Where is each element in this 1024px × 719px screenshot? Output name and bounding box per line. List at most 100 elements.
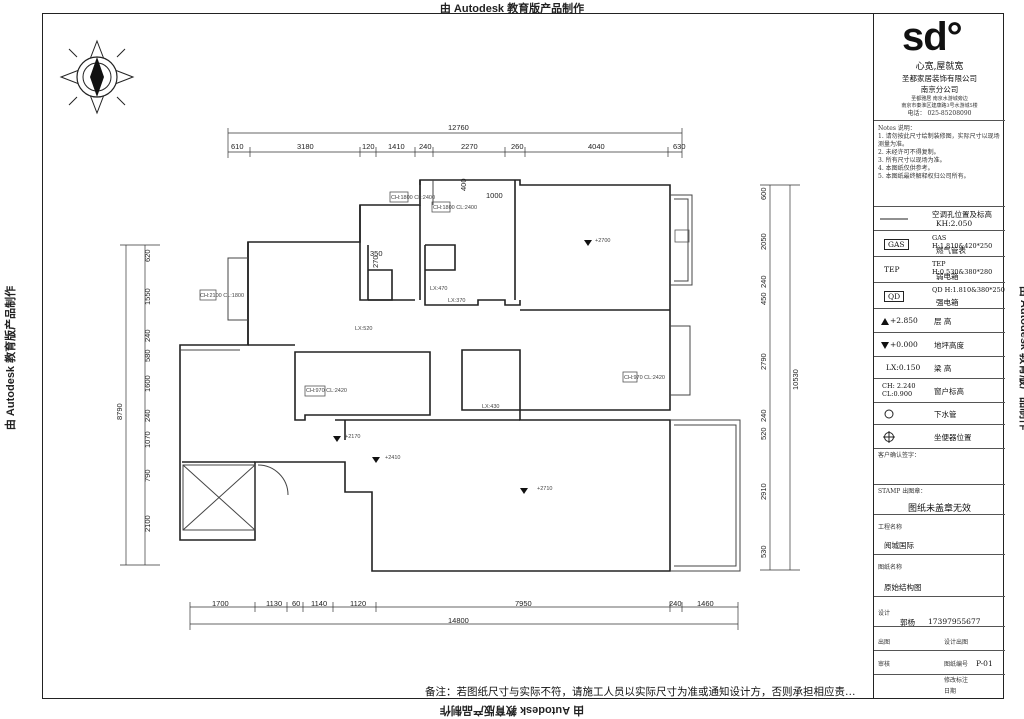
legend-row: TEP TEP H:0.530&380*280 弱电箱: [874, 257, 1005, 283]
window-label: CH:1800 CL:2400: [433, 205, 477, 211]
legend-label: 下水管: [934, 410, 957, 419]
window-label: CH:1800 CL:2400: [391, 195, 435, 201]
approve-label: 出图: [878, 639, 891, 646]
legend-row: +2.850 层 高: [874, 309, 1005, 333]
dim-label: 4040: [588, 142, 605, 151]
drawing-section: 图纸名称 原始结构图: [874, 555, 1005, 597]
dim-label: 1070: [143, 431, 152, 448]
legend-value: +0.000: [890, 340, 918, 349]
dim-label: 580: [143, 349, 152, 362]
client-confirm-label: 客户确认签字：: [878, 452, 921, 459]
note-item: 5. 本图纸最终解释权归公司所有。: [878, 173, 970, 180]
bottom-total-dim: 14800: [448, 616, 469, 625]
window-label: CH:970 CL:2420: [624, 375, 665, 381]
dim-label: 1600: [143, 375, 152, 392]
address-line: 南京市秦淮区建康路3号水游城5楼: [901, 103, 978, 109]
dim-label: 1000: [486, 191, 503, 200]
dim-label: 2100: [143, 515, 152, 532]
beam-label: LX:470: [430, 286, 447, 292]
review-section: 审核 图纸编号 P-01: [874, 651, 1005, 675]
note-item: 1. 请勿按此尺寸绘制装修图，实际尺寸以现场测量为准。: [878, 133, 1000, 148]
level-label: +2700: [595, 238, 610, 244]
right-dimensions: [760, 184, 800, 571]
dim-label: 1550: [143, 288, 152, 305]
legend-sub: 弱电箱: [936, 272, 959, 281]
notes-title: Notes 说明：: [878, 125, 916, 132]
level-label: +2170: [345, 434, 360, 440]
autodesk-stamp-top: 由 Autodesk 教育版产品制作: [439, 3, 585, 15]
level-label: +2710: [537, 486, 552, 492]
dim-label: 270: [371, 255, 380, 268]
dim-label: 7950: [515, 599, 532, 608]
note-item: 2. 未经许可不得复制。: [878, 149, 940, 156]
company-name: 圣都家居装饰有限公司: [902, 74, 977, 83]
slogan: 心宽,屋就宽: [915, 62, 964, 72]
dim-label: 240: [759, 275, 768, 288]
dim-label: 60: [292, 599, 300, 608]
right-total-dim: 10530: [791, 369, 800, 390]
legend-label: GAS H:1.810&420*250: [932, 234, 993, 250]
left-total-dim: 8790: [115, 403, 124, 420]
walls: [179, 179, 671, 572]
review-label: 审核: [878, 661, 891, 668]
dim-label: 1120: [350, 599, 366, 608]
designer-name: 郭杨: [900, 618, 915, 627]
drawing-value: 原始结构图: [884, 583, 922, 592]
address-line: 圣都雅居 南京水游城旁边: [911, 96, 968, 102]
compass-icon: [59, 39, 135, 115]
legend-row: 下水管: [874, 403, 1005, 425]
dim-label: 240: [669, 599, 682, 608]
window-labels: CH:1800 CL:2400 CH:1800 CL:2400 CH:2100 …: [200, 195, 665, 394]
legend-row: QD QD H:1.810&380*250 强电箱: [874, 283, 1005, 309]
gas-icon: GAS: [884, 239, 909, 250]
left-dimensions: [120, 244, 160, 566]
project-label: 工程名称: [878, 524, 903, 531]
dim-label: 400: [459, 178, 468, 191]
drain-pipe-icon: [884, 409, 894, 419]
footer-note: 备注：若图纸尺寸与实际不符，请施工人员以实际尺寸为准或通知设计方，否则承担相应责…: [425, 686, 856, 698]
dim-label: 120: [362, 142, 375, 151]
note-item: 3. 所有尺寸以现场为准。: [878, 157, 946, 164]
company-header: sd° 心宽,屋就宽 圣都家居装饰有限公司 南京分公司 圣都雅居 南京水游城旁边…: [874, 13, 1005, 121]
legend-label: TEP H:0.530&380*280: [932, 260, 993, 276]
dim-label: 2270: [461, 142, 478, 151]
level-label: +2410: [385, 455, 400, 461]
dim-label: 610: [231, 142, 244, 151]
dim-label: 790: [143, 469, 152, 482]
tep-icon: TEP: [884, 265, 900, 274]
client-confirm: 客户确认签字：: [874, 449, 1005, 485]
stamp-section: STAMP 出图章： 图纸未盖章无效: [874, 485, 1005, 515]
level-down-icon: [881, 342, 889, 349]
company-logo: sd°: [902, 15, 963, 59]
beam-label: LX:430: [482, 404, 499, 410]
revision-label: 修改标注: [944, 677, 969, 684]
windows: [199, 191, 690, 397]
legend-row: 空调孔位置及标高 KH:2.050: [874, 207, 1005, 231]
dim-label: 260: [511, 142, 524, 151]
legend-value: +2.850: [890, 316, 918, 325]
legend-label: 坐便器位置: [934, 433, 972, 442]
dim-label: 240: [143, 409, 152, 422]
ac-hole-icon: [880, 218, 908, 220]
dim-label: 600: [759, 187, 768, 200]
project-value: 阅城国际: [884, 541, 914, 550]
top-dimensions: [227, 128, 683, 158]
title-block: sd° 心宽,屋就宽 圣都家居装饰有限公司 南京分公司 圣都雅居 南京水游城旁边…: [873, 13, 1005, 699]
sheet-label: 图纸编号: [944, 661, 969, 668]
dim-label: 2050: [759, 233, 768, 250]
legend-row: CH: 2.240 CL:0.900 窗户标高: [874, 379, 1005, 403]
legend-sub: 燃气管表: [936, 246, 966, 255]
phone: 电话： 025-85208090: [907, 110, 972, 117]
dim-label: 1130: [266, 599, 282, 608]
qd-icon: QD: [884, 291, 905, 302]
dim-label: 1460: [697, 599, 714, 608]
dim-label: 240: [143, 329, 152, 342]
dim-label: 240: [759, 409, 768, 422]
dim-label: 1410: [388, 142, 405, 151]
dim-label: 2790: [759, 353, 768, 370]
legend-sub: KH:2.050: [936, 219, 973, 228]
dim-label: 530: [759, 545, 768, 558]
legend-label: 空调孔位置及标高: [932, 210, 992, 219]
legend-sub: 强电箱: [936, 298, 959, 307]
level-markers: +2700 +2170 +2410 +2710: [333, 238, 610, 494]
